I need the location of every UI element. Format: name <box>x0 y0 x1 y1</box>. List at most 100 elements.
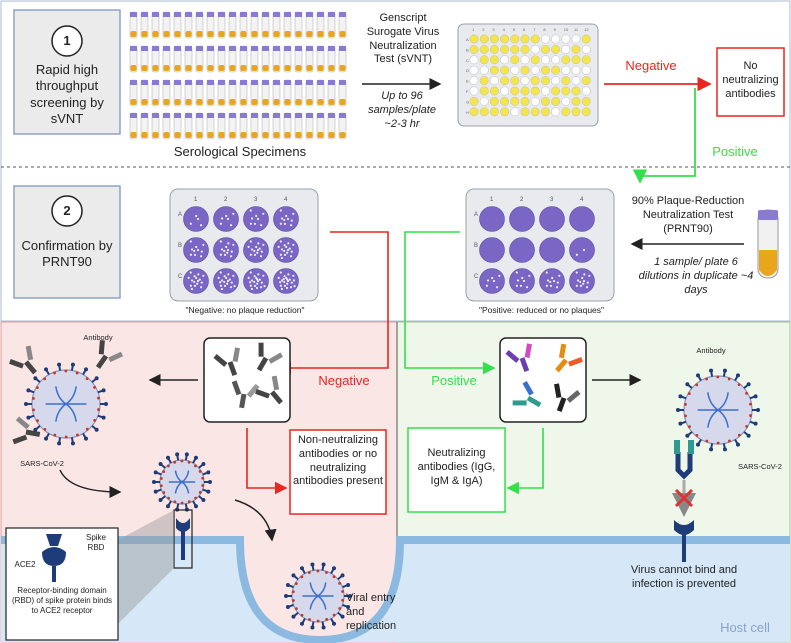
plate-column-label: 2 <box>482 27 485 32</box>
plate-well <box>489 96 499 106</box>
plate-well <box>469 65 479 75</box>
zoom-wedge <box>118 510 174 624</box>
specimen-tube <box>327 79 336 107</box>
step2-number: 2 <box>63 203 71 218</box>
plate-well <box>551 34 561 44</box>
antibody-label-right: Antibody <box>696 346 726 355</box>
plate-well <box>530 65 540 75</box>
prnt-well <box>539 268 565 294</box>
virus-neutralized <box>676 368 760 452</box>
plate-well <box>520 34 530 44</box>
plate-well <box>530 107 540 117</box>
specimen-tube <box>195 79 204 107</box>
prnt-well <box>539 206 565 232</box>
plate-well <box>489 65 499 75</box>
plate-well <box>551 107 561 117</box>
plate-well <box>581 96 591 106</box>
plate-well <box>551 96 561 106</box>
plate-well <box>561 65 571 75</box>
prnt-row-label: B <box>474 243 478 249</box>
neutralizing-text: Neutralizing antibodies (IgG, IgM & IgA) <box>417 447 496 487</box>
plate-column-label: 10 <box>564 27 569 32</box>
specimen-tube <box>305 11 314 39</box>
negative-label-top: Negative <box>625 58 677 73</box>
neutralizing-box <box>407 427 506 513</box>
prnt-well <box>509 206 535 232</box>
step1-number-circle <box>51 25 83 57</box>
plate-well <box>540 65 550 75</box>
antibody-icon <box>213 347 240 377</box>
specimen-tube <box>184 45 193 73</box>
arrow-viral-entry <box>234 499 277 542</box>
specimen-tube <box>195 45 204 73</box>
specimen-tube <box>206 112 215 140</box>
neutralizing-antibody-on-spike <box>674 440 694 480</box>
plate-well <box>479 76 489 86</box>
specimen-tube <box>294 11 303 39</box>
plate-column-label: 11 <box>574 27 579 32</box>
plate-column-label: 6 <box>523 27 526 32</box>
specimen-tube <box>294 112 303 140</box>
plate-well <box>479 44 489 54</box>
arrow-virus-to-cell <box>59 469 122 498</box>
prnt-protocol: 1 sample/ plate 6 dilutions in duplicate… <box>638 256 754 296</box>
prnt-column-label: 1 <box>490 197 494 203</box>
plate-row-label: G <box>466 99 469 104</box>
negative-plate-caption: "Negative: no plaque reduction" <box>185 305 305 315</box>
plate-well <box>500 107 510 117</box>
prnt-well <box>213 206 239 232</box>
specimen-tube <box>173 112 182 140</box>
specimen-tube <box>239 112 248 140</box>
plate-well <box>500 55 510 65</box>
prnt-row-label: B <box>178 243 182 249</box>
prnt-well <box>183 268 209 294</box>
plate-well <box>561 86 571 96</box>
plate-well <box>551 55 561 65</box>
specimen-tube <box>338 45 347 73</box>
specimen-tube <box>327 112 336 140</box>
plate-well <box>489 55 499 65</box>
plate-column-label: 3 <box>492 27 495 32</box>
inset-box <box>5 527 119 641</box>
antibody-icon <box>231 380 260 409</box>
virus-binding <box>152 452 212 512</box>
specimen-tube <box>327 11 336 39</box>
specimen-tube <box>327 45 336 73</box>
plate-well <box>540 96 550 106</box>
plate-well <box>479 107 489 117</box>
specimen-tube <box>261 79 270 107</box>
virus-label-right: SARS-CoV-2 <box>738 462 782 471</box>
plate-well <box>530 86 540 96</box>
specimen-tube <box>316 45 325 73</box>
step2-number-circle <box>51 195 83 227</box>
blocked-receptor <box>672 480 696 562</box>
plate-column-label: 12 <box>584 27 589 32</box>
plate-well <box>571 107 581 117</box>
plate-well <box>540 34 550 44</box>
specimen-tube <box>239 11 248 39</box>
nonneutralizing-antibody-box <box>203 337 291 423</box>
plate-well <box>540 86 550 96</box>
sample-tube-cap <box>758 210 778 220</box>
prnt-well <box>273 237 299 263</box>
plate-well <box>540 76 550 86</box>
specimen-tube <box>283 79 292 107</box>
antibody-label-left: Antibody <box>83 333 113 342</box>
specimen-tube <box>338 79 347 107</box>
plate-well <box>530 96 540 106</box>
no-nab-text: No neutralizing antibodies <box>722 60 779 100</box>
plate-well <box>469 55 479 65</box>
specimen-tube <box>184 11 193 39</box>
specimen-tube <box>140 11 149 39</box>
plate-well <box>500 44 510 54</box>
specimen-tube <box>316 11 325 39</box>
specimen-tube <box>162 79 171 107</box>
specimen-tube <box>283 45 292 73</box>
specimen-tube <box>206 11 215 39</box>
prnt-well <box>509 237 535 263</box>
specimen-tube <box>338 11 347 39</box>
specimen-tube <box>250 45 259 73</box>
specimen-tube <box>217 45 226 73</box>
